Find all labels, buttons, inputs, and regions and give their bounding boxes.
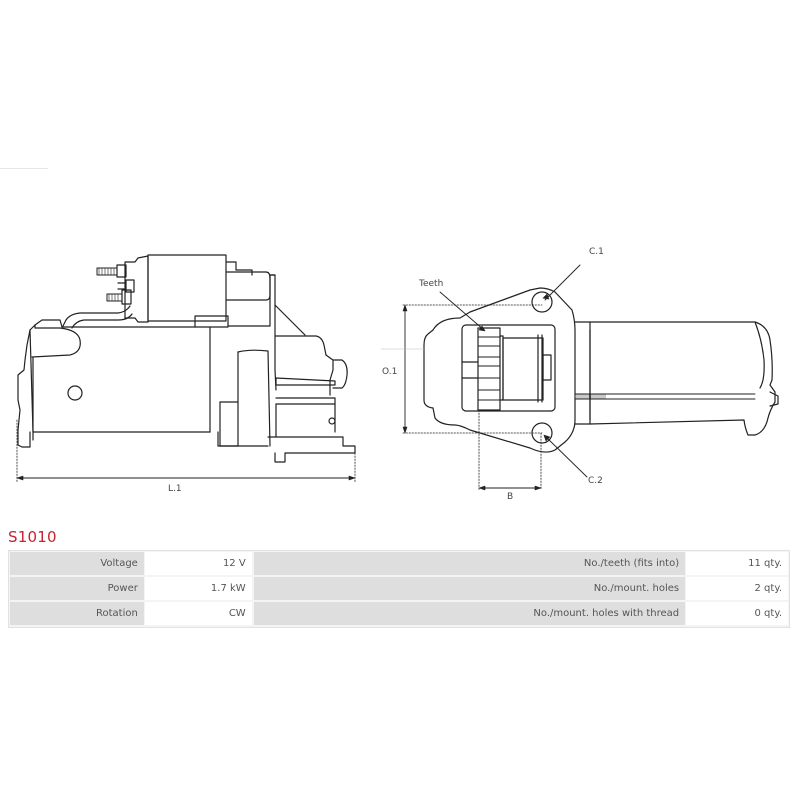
product-code-title: S1010	[8, 528, 57, 546]
side-view	[16, 254, 356, 483]
dimension-label-teeth: Teeth	[419, 279, 444, 289]
table-row: Voltage 12 V No./teeth (fits into) 11 qt…	[10, 552, 788, 576]
table-row: Rotation CW No./mount. holes with thread…	[10, 601, 788, 626]
spec-label: No./mount. holes with thread	[253, 602, 686, 625]
technical-drawing: L.1 Teeth C.1 C.2 O.1 B	[16, 247, 779, 502]
spec-value: 2 qty.	[686, 577, 788, 600]
spec-label: Rotation	[10, 602, 144, 625]
spec-label: Voltage	[10, 552, 144, 575]
starter-motor-drawing	[16, 254, 779, 491]
spec-label: No./mount. holes	[253, 577, 686, 600]
spec-table: Voltage 12 V No./teeth (fits into) 11 qt…	[8, 550, 790, 628]
dimension-label-l1: L.1	[168, 484, 182, 494]
spec-value: 0 qty.	[686, 602, 788, 625]
spec-value: CW	[144, 602, 252, 625]
front-view	[380, 264, 779, 491]
spec-value: 11 qty.	[686, 552, 788, 575]
table-row: Power 1.7 kW No./mount. holes 2 qty.	[10, 576, 788, 601]
spec-label: No./teeth (fits into)	[253, 552, 686, 575]
dimension-label-o1: O.1	[382, 367, 398, 377]
dimension-label-c2: C.2	[588, 476, 603, 486]
spec-value: 1.7 kW	[144, 577, 252, 600]
dimension-label-c1: C.1	[589, 247, 604, 257]
spec-label: Power	[10, 577, 144, 600]
dimension-label-b: B	[507, 492, 514, 502]
decorative-rule	[0, 168, 48, 169]
spec-value: 12 V	[144, 552, 252, 575]
